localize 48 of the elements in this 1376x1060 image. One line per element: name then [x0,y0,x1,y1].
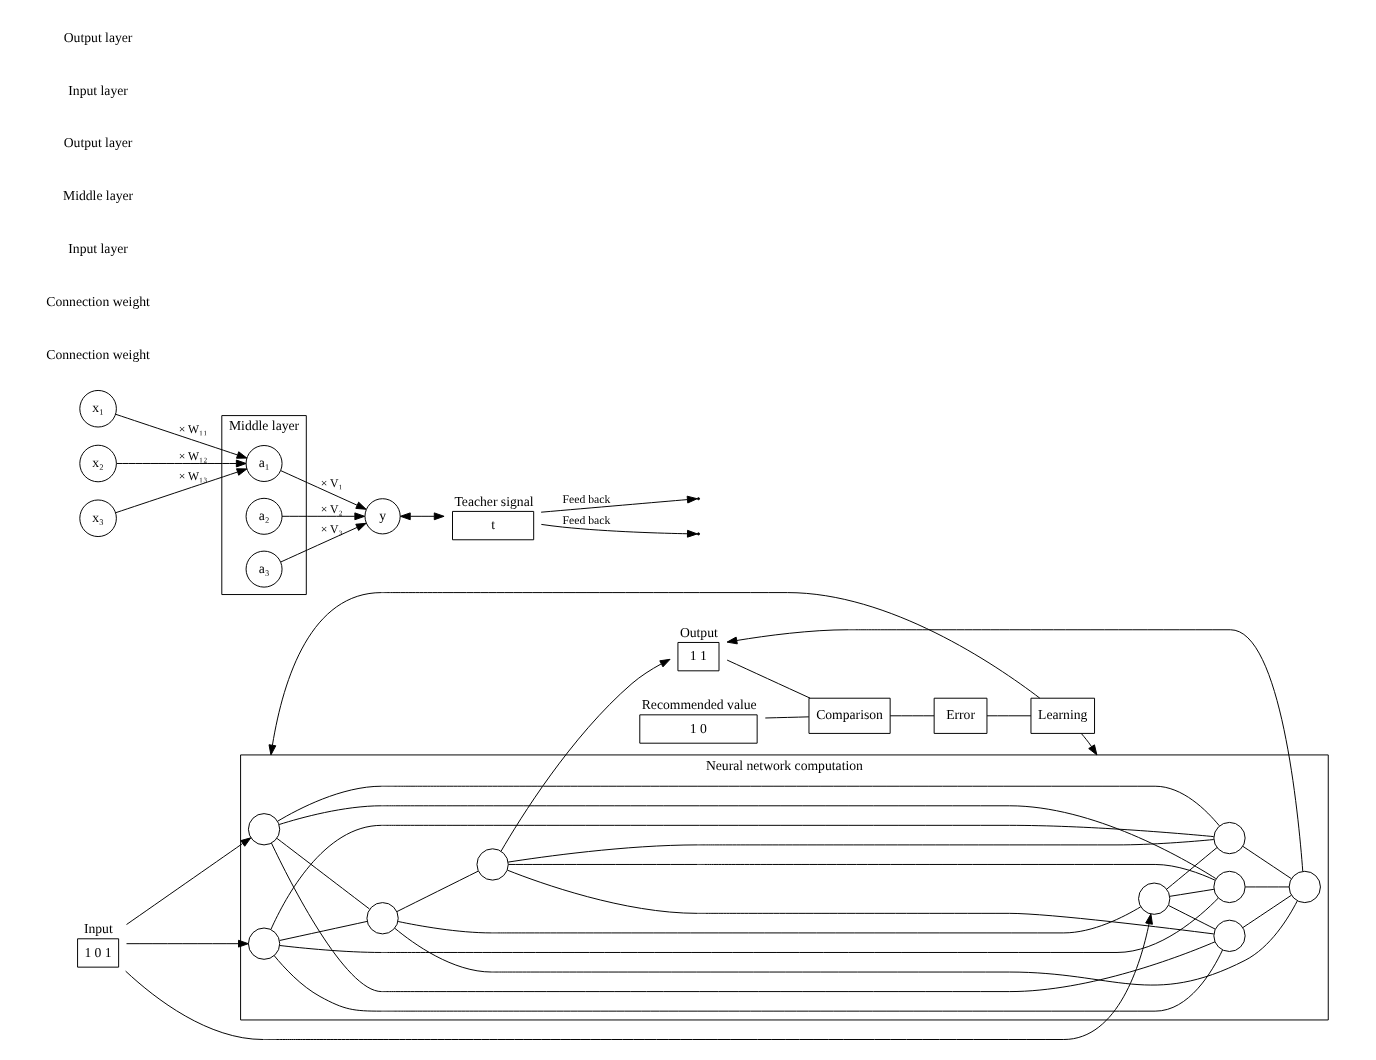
node-circle [1138,882,1171,915]
node-circle [1213,870,1246,904]
node-circle [476,848,509,881]
arrow [125,913,1153,1040]
connector [270,824,1215,930]
connector [279,920,368,941]
connector [1242,845,1292,880]
arrow [115,468,248,514]
arrow [115,413,248,459]
connector [764,716,810,719]
connector [889,715,935,717]
connector [986,715,1032,717]
node-circle [1213,919,1246,952]
connector [276,837,370,910]
connector [394,900,1298,986]
connector [507,863,1216,881]
node-circle [247,813,281,846]
arrow [280,522,367,563]
connector [1166,847,1218,890]
arrow [268,592,1041,756]
connector [507,839,1215,863]
connector [397,906,1142,934]
connector [1169,888,1215,897]
arrow [540,495,698,513]
arrow [500,658,671,852]
arrow [280,470,367,510]
arrow [399,512,445,521]
arrow [1080,733,1098,756]
connector [507,869,1215,935]
connector [278,805,1217,880]
node-circle [1288,870,1321,904]
connector [1244,886,1290,888]
arrow [116,459,247,468]
node-circle [247,927,281,960]
node-circle [1213,821,1246,855]
arrow [726,629,1304,872]
connector [1242,894,1292,929]
connector [279,897,1219,953]
connector [726,659,811,699]
arrow [126,837,252,925]
connector [396,870,479,913]
connector [1168,905,1216,930]
arrow [126,939,249,948]
connector [270,842,1216,993]
connector [273,949,1223,1012]
node-circle [366,902,399,935]
connector [277,785,1220,827]
arrow [281,512,366,521]
